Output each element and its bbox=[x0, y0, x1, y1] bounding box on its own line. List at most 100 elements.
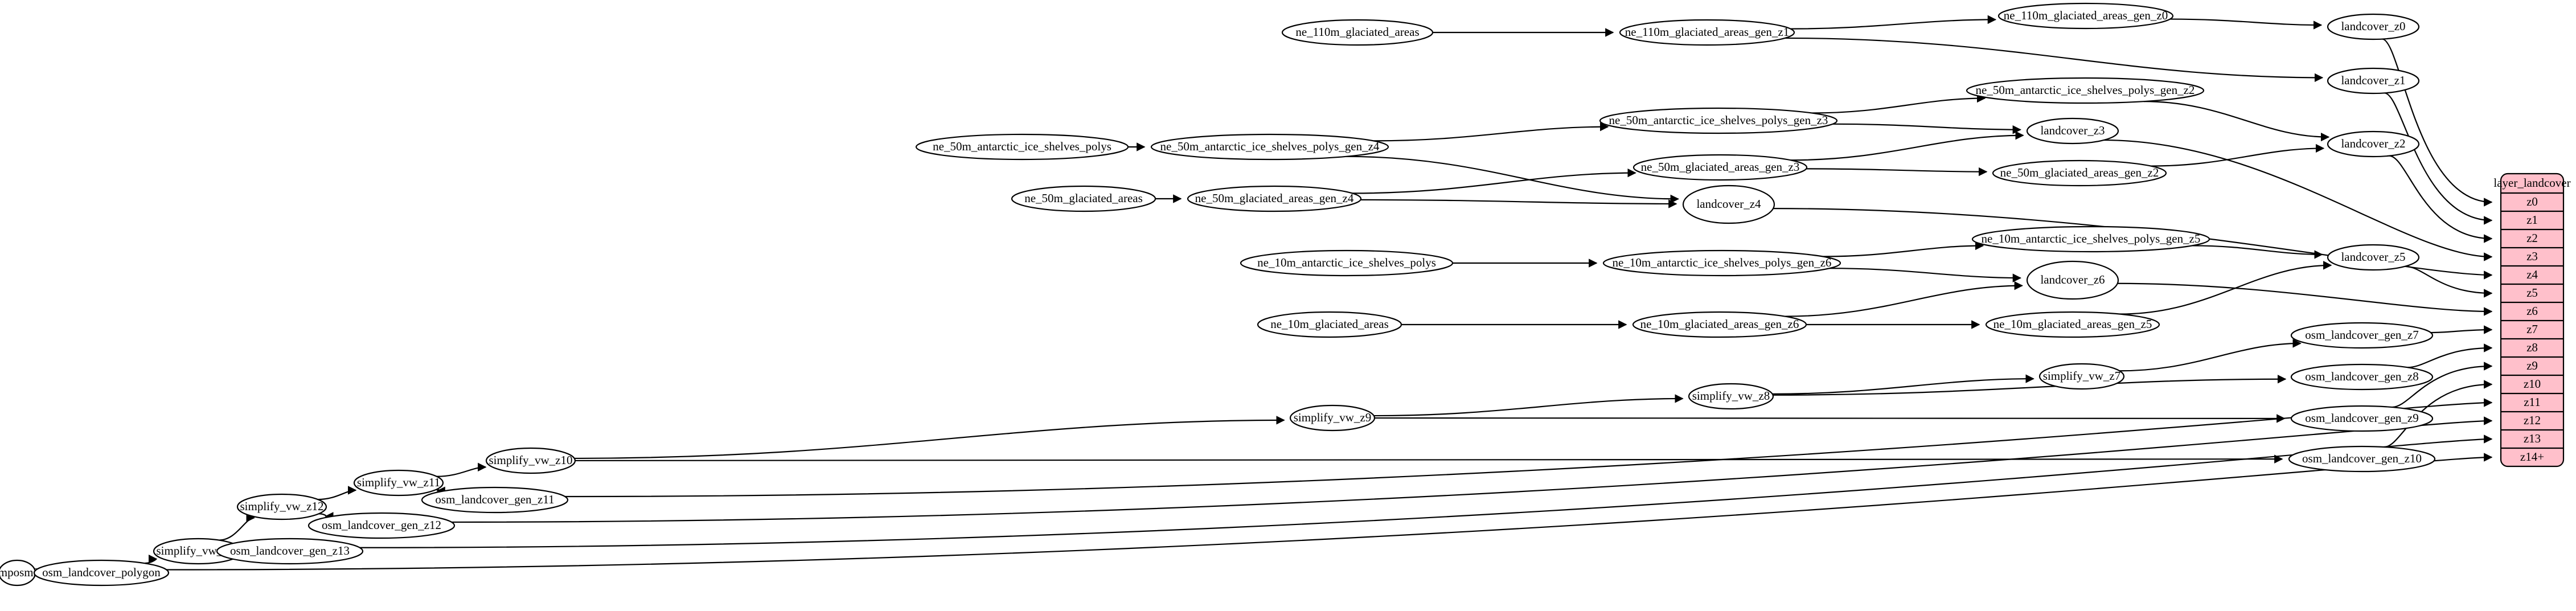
table-row-z14+[interactable]: z14+ bbox=[2520, 450, 2544, 464]
graph-edge bbox=[2405, 265, 2493, 298]
graph-node[interactable]: ne_10m_antarctic_ice_shelves_polys_gen_z… bbox=[1971, 225, 2210, 253]
node-label: imposm3 bbox=[0, 565, 39, 579]
graph-node[interactable]: landcover_z2 bbox=[2327, 130, 2420, 158]
table-row-z7[interactable]: z7 bbox=[2526, 322, 2538, 336]
graph-edge bbox=[575, 454, 2283, 464]
graph-node[interactable]: ne_50m_antarctic_ice_shelves_polys_gen_z… bbox=[1966, 77, 2205, 104]
graph-edge bbox=[2143, 101, 2330, 142]
graph-node[interactable]: ne_50m_antarctic_ice_shelves_polys_gen_z… bbox=[1599, 107, 1838, 134]
node-ellipse bbox=[1281, 19, 1434, 46]
graph-node[interactable]: ne_50m_antarctic_ice_shelves_polys_gen_z… bbox=[1150, 133, 1389, 161]
graph-node[interactable]: osm_landcover_gen_z12 bbox=[307, 512, 456, 539]
graph-node[interactable]: simplify_vw_z11 bbox=[353, 469, 444, 497]
table-row-z8[interactable]: z8 bbox=[2526, 341, 2538, 354]
graph-node[interactable]: ne_50m_glaciated_areas_gen_z2 bbox=[1992, 159, 2167, 187]
graph-node[interactable]: ne_50m_antarctic_ice_shelves_polys bbox=[915, 133, 1129, 161]
node-label: ne_50m_antarctic_ice_shelves_polys_gen_z… bbox=[1160, 140, 1380, 153]
table-row-z2[interactable]: z2 bbox=[2526, 231, 2538, 245]
node-ellipse bbox=[1971, 225, 2210, 253]
node-label: osm_landcover_gen_z13 bbox=[230, 544, 350, 557]
graph-node[interactable]: ne_110m_glaciated_areas_gen_z1 bbox=[1619, 19, 1795, 46]
node-label: ne_110m_glaciated_areas_gen_z1 bbox=[1625, 25, 1789, 39]
table-row-z6[interactable]: z6 bbox=[2526, 304, 2538, 318]
graph-node[interactable]: osm_landcover_gen_z10 bbox=[2288, 445, 2436, 473]
graph-node[interactable]: ne_10m_glaciated_areas bbox=[1257, 311, 1402, 338]
node-ellipse bbox=[485, 447, 576, 474]
graph-edge bbox=[1832, 123, 2021, 134]
graph-edge bbox=[452, 416, 2493, 523]
graph-node[interactable]: ne_50m_glaciated_areas bbox=[1011, 185, 1156, 212]
graph-node[interactable]: osm_landcover_gen_z9 bbox=[2290, 405, 2434, 432]
graph-edge bbox=[2119, 261, 2332, 315]
table-row-z13[interactable]: z13 bbox=[2524, 432, 2541, 445]
graph-node[interactable]: osm_landcover_polygon bbox=[33, 559, 170, 587]
graph-node[interactable]: imposm3 bbox=[0, 559, 39, 587]
graph-node[interactable]: landcover_z4 bbox=[1682, 184, 1775, 224]
graph-node[interactable]: ne_110m_glaciated_areas bbox=[1281, 19, 1434, 46]
node-label: osm_landcover_gen_z8 bbox=[2305, 370, 2418, 383]
node-ellipse bbox=[421, 486, 569, 514]
node-label: ne_50m_antarctic_ice_shelves_polys_gen_z… bbox=[1976, 83, 2195, 97]
node-label: ne_110m_glaciated_areas bbox=[1295, 25, 1419, 39]
graph-node[interactable]: ne_50m_glaciated_areas_gen_z4 bbox=[1187, 185, 1362, 212]
table-row-z3[interactable]: z3 bbox=[2526, 249, 2538, 263]
node-label: landcover_z1 bbox=[2341, 73, 2405, 87]
graph-node[interactable]: simplify_vw_z7 bbox=[2038, 363, 2125, 390]
graph-node[interactable]: simplify_vw_z9 bbox=[1289, 404, 1376, 432]
graph-node[interactable]: simplify_vw_z8 bbox=[1688, 383, 1774, 410]
node-ellipse bbox=[1599, 107, 1838, 134]
graph-node[interactable]: landcover_z1 bbox=[2327, 67, 2420, 95]
node-ellipse bbox=[1011, 185, 1156, 212]
node-label: ne_50m_glaciated_areas_gen_z2 bbox=[2000, 166, 2159, 179]
node-label: simplify_vw_z8 bbox=[1692, 389, 1770, 403]
table-row-z4[interactable]: z4 bbox=[2526, 268, 2538, 281]
table-row-z12[interactable]: z12 bbox=[2524, 413, 2541, 427]
node-label: landcover_z4 bbox=[1696, 197, 1761, 211]
graph-node[interactable]: ne_50m_glaciated_areas_gen_z3 bbox=[1632, 154, 1808, 181]
graph-node[interactable]: ne_10m_glaciated_areas_gen_z6 bbox=[1632, 311, 1807, 338]
graph-node[interactable]: simplify_vw_z10 bbox=[485, 447, 576, 474]
node-ellipse bbox=[353, 469, 444, 497]
node-ellipse bbox=[33, 559, 170, 587]
graph-edge bbox=[1373, 394, 1684, 417]
graph-node[interactable]: landcover_z6 bbox=[2026, 260, 2119, 300]
graph-node[interactable]: landcover_z0 bbox=[2327, 13, 2420, 40]
graph-node[interactable]: ne_110m_glaciated_areas_gen_z0 bbox=[1997, 2, 2174, 30]
node-ellipse bbox=[1150, 133, 1389, 161]
graph-node[interactable]: simplify_vw_z12 bbox=[236, 493, 327, 520]
table-row-z9[interactable]: z9 bbox=[2526, 359, 2538, 372]
node-ellipse bbox=[2290, 363, 2434, 391]
graph-edge bbox=[2389, 155, 2493, 243]
table-row-z10[interactable]: z10 bbox=[2524, 377, 2541, 391]
graph-edge bbox=[318, 512, 334, 521]
graph-node[interactable]: osm_landcover_gen_z11 bbox=[421, 486, 569, 514]
node-label: ne_50m_antarctic_ice_shelves_polys bbox=[933, 140, 1111, 153]
node-ellipse bbox=[2026, 260, 2119, 300]
table-row-z11[interactable]: z11 bbox=[2524, 395, 2541, 409]
edges-layer bbox=[26, 15, 2493, 577]
graph-node[interactable]: osm_landcover_gen_z13 bbox=[216, 538, 364, 565]
graph-node[interactable]: ne_10m_antarctic_ice_shelves_polys_gen_z… bbox=[1602, 249, 1841, 277]
node-ellipse bbox=[2327, 244, 2420, 271]
graph-edge bbox=[2151, 143, 2325, 167]
graph-node[interactable]: osm_landcover_gen_z8 bbox=[2290, 363, 2434, 391]
graph-edge bbox=[2430, 325, 2493, 334]
node-ellipse bbox=[2290, 322, 2434, 349]
node-ellipse bbox=[2290, 405, 2434, 432]
graph-node[interactable]: ne_10m_glaciated_areas_gen_z5 bbox=[1985, 311, 2160, 338]
table-row-z1[interactable]: z1 bbox=[2526, 213, 2538, 227]
node-label: osm_landcover_gen_z10 bbox=[2302, 452, 2422, 465]
graph-edge bbox=[1785, 37, 2324, 83]
graph-edge bbox=[1773, 208, 2493, 280]
graph-node[interactable]: landcover_z3 bbox=[2026, 117, 2119, 145]
table-row-z0[interactable]: z0 bbox=[2526, 195, 2538, 208]
node-ellipse bbox=[1187, 185, 1362, 212]
graph-node[interactable]: landcover_z5 bbox=[2327, 244, 2420, 271]
graph-edge bbox=[219, 513, 255, 541]
graph-node[interactable]: ne_10m_antarctic_ice_shelves_polys bbox=[1240, 249, 1454, 277]
table-row-z5[interactable]: z5 bbox=[2526, 286, 2538, 300]
graph-node[interactable]: osm_landcover_gen_z7 bbox=[2290, 322, 2434, 349]
node-label: ne_50m_antarctic_ice_shelves_polys_gen_z… bbox=[1609, 113, 1828, 127]
